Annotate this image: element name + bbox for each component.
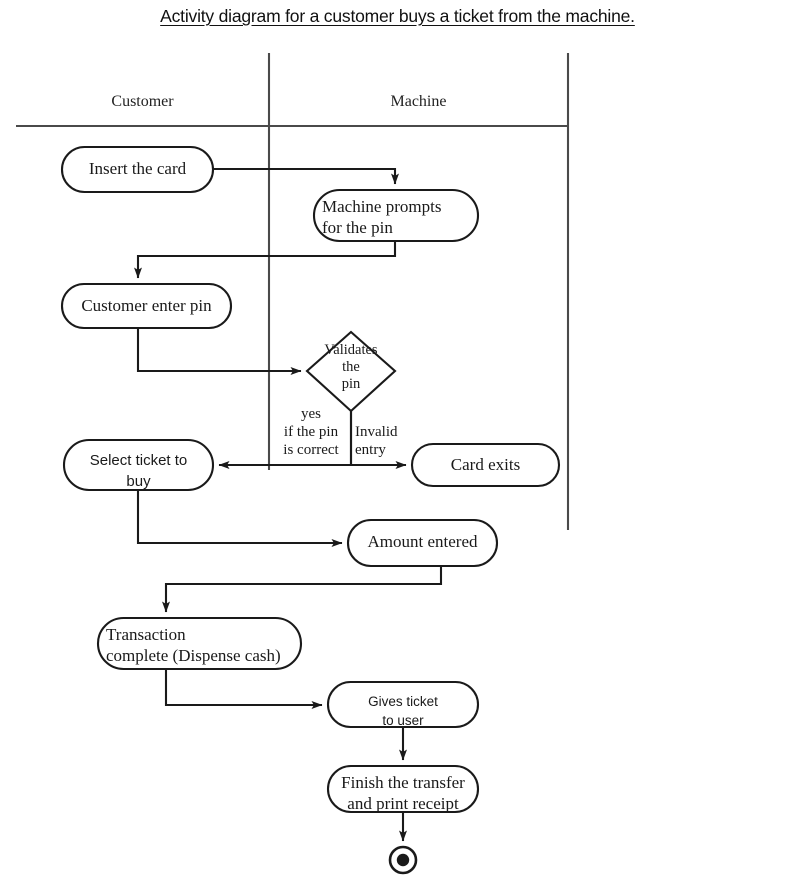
edge-validates-pin-to-card-exits	[349, 411, 407, 469]
page-title: Activity diagram for a customer buys a t…	[160, 6, 635, 26]
edge-amount-entered-to-transaction-complete	[162, 566, 443, 613]
edge-transaction-complete-to-gives-ticket	[164, 669, 323, 709]
node-shape-amount-entered	[346, 518, 499, 568]
swimlane-label-machine: Machine	[390, 93, 447, 110]
edge-customer-enter-pin-to-validates-pin	[136, 328, 302, 375]
node-shape-transaction-complete	[96, 616, 303, 671]
swimlane-label-customer: Customer	[111, 93, 174, 110]
edge-select-ticket-to-amount-entered	[136, 490, 343, 547]
final-node-dot	[396, 853, 410, 867]
edge-machine-prompts-to-customer-enter-pin	[134, 241, 397, 279]
node-shape-customer-enter-pin	[60, 282, 233, 330]
activity-node-shapes	[60, 145, 561, 814]
node-shape-insert-card	[60, 145, 215, 194]
node-shape-gives-ticket	[326, 680, 480, 729]
edge-validates-pin-to-select-ticket	[218, 411, 353, 469]
node-shape-finish-transfer	[326, 764, 480, 814]
final-node	[388, 845, 418, 875]
node-shape-card-exits	[410, 442, 561, 488]
edge-insert-card-to-machine-prompts	[213, 167, 399, 185]
node-shape-select-ticket	[62, 438, 215, 492]
node-shape-validates-pin	[305, 330, 397, 413]
activity-edges	[134, 167, 443, 842]
node-shape-machine-prompts	[312, 188, 480, 243]
swimlane-dividers	[16, 53, 570, 530]
